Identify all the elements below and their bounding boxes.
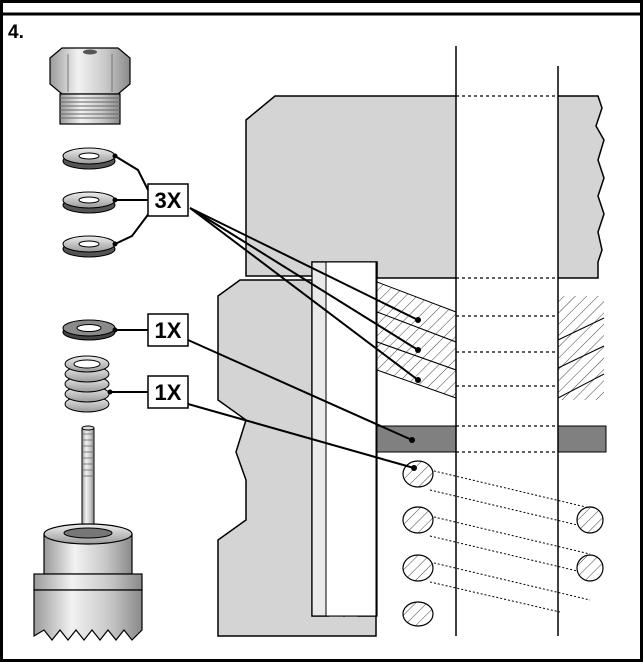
leader-dots	[107, 153, 421, 471]
callout-gasket-qty: 1X	[155, 318, 182, 343]
exploded-parts	[33, 47, 143, 641]
callout-washers-qty: 3X	[155, 188, 182, 213]
cross-section-view	[217, 46, 607, 637]
spring-section-left	[402, 460, 434, 627]
section-washers-right	[558, 296, 604, 400]
washer-1	[62, 147, 116, 170]
gasket	[62, 319, 116, 341]
callout-washers: 3X	[147, 183, 189, 217]
valve-body	[33, 425, 143, 641]
section-gasket-right	[557, 425, 607, 453]
callout-gasket: 1X	[147, 313, 189, 347]
leader-lines	[110, 155, 419, 469]
washer-3	[62, 235, 116, 258]
spring-section-right	[576, 506, 604, 582]
washer-2	[62, 191, 116, 214]
step-number: 4.	[8, 22, 24, 43]
fitting-nut	[49, 47, 131, 125]
hidden-lines	[429, 95, 591, 613]
spring	[64, 355, 110, 413]
stem-channel	[456, 46, 558, 636]
bore-inner	[325, 261, 377, 617]
callout-spring-qty: 1X	[155, 380, 182, 405]
callout-spring: 1X	[147, 375, 189, 409]
